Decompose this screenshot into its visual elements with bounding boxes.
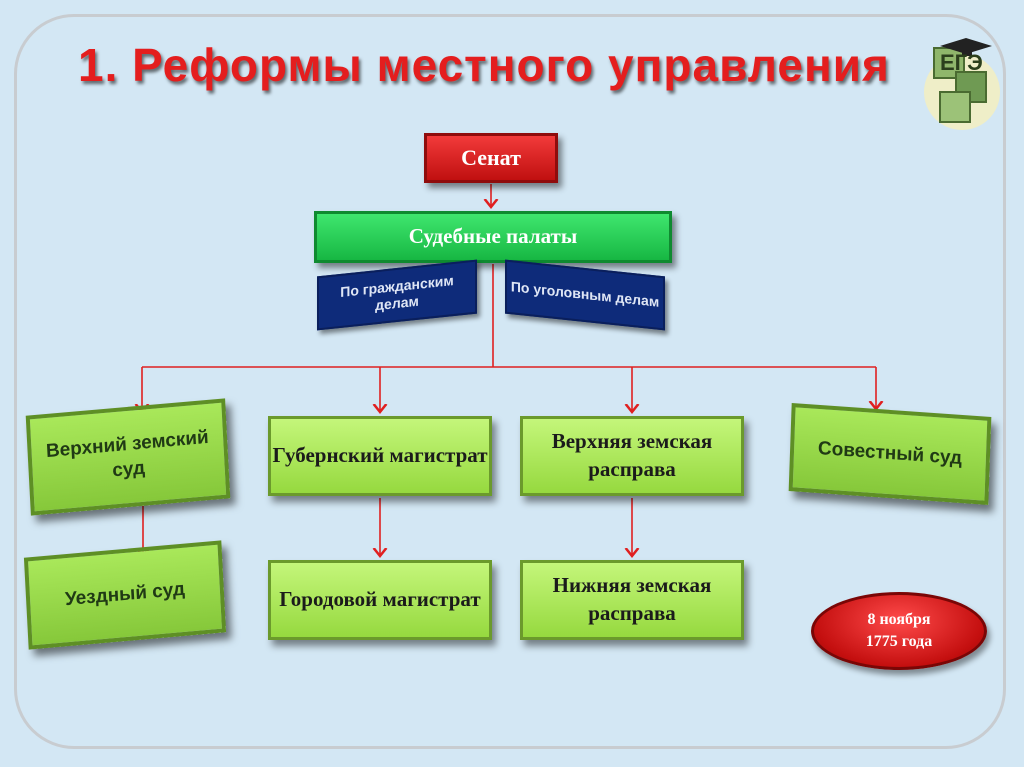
city-magistrate-box: Городовой магистрат bbox=[268, 560, 492, 640]
city-magistrate-text: Городовой магистрат bbox=[279, 587, 481, 612]
provincial-magistrate-text: Губернский магистрат bbox=[272, 443, 488, 468]
date-line-2: 1775 года bbox=[865, 633, 933, 650]
upper-zemsky-rasprava-box: Верхняя земская расправа bbox=[520, 416, 744, 496]
conscience-court-box: Совестный суд bbox=[788, 403, 992, 505]
upper-zemsky-court-box: Верхний земский суд bbox=[25, 398, 231, 516]
conscience-court-text: Совестный суд bbox=[817, 438, 963, 470]
ege-logo-icon: ЕГЭ bbox=[918, 22, 1002, 134]
criminal-cases-text: По уголовным делам bbox=[510, 278, 660, 311]
judicial-chambers-box: Судебные палаты bbox=[314, 211, 672, 263]
district-court-box: Уездный суд bbox=[23, 540, 227, 650]
slide-title: 1. Реформы местного управления bbox=[78, 39, 890, 91]
upper-zemsky-rasprava-text: Верхняя земская расправа bbox=[551, 429, 713, 481]
slide-frame bbox=[14, 14, 1006, 749]
date-badge: 8 ноября 1775 года bbox=[811, 592, 987, 670]
lower-zemsky-rasprava-box: Нижняя земская расправа bbox=[520, 560, 744, 640]
logo-letters: ЕГЭ bbox=[940, 50, 983, 75]
senat-box: Сенат bbox=[424, 133, 558, 183]
lower-zemsky-rasprava-text: Нижняя земская расправа bbox=[552, 573, 712, 625]
district-court-text: Уездный суд bbox=[64, 579, 186, 611]
upper-zemsky-court-text: Верхний земский суд bbox=[45, 426, 210, 482]
civil-cases-text: По гражданским делам bbox=[340, 271, 454, 314]
date-line-1: 8 ноября bbox=[867, 611, 931, 629]
provincial-magistrate-box: Губернский магистрат bbox=[268, 416, 492, 496]
